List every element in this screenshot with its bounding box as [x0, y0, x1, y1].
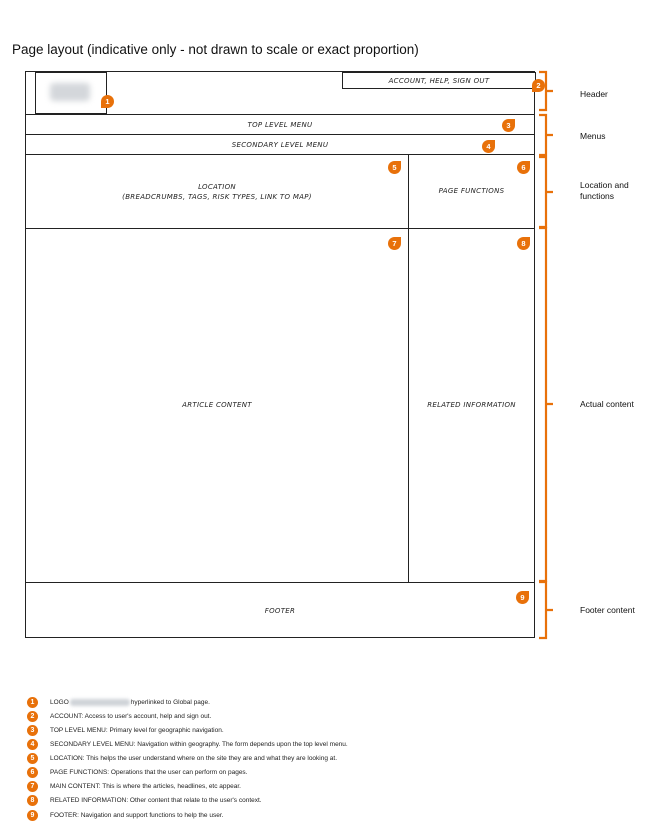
layout-frame: 1 ACCOUNT, HELP, SIGN OUT 2 TOP LEVEL ME…	[25, 71, 545, 638]
page-functions-box: PAGE FUNCTIONS 6	[408, 154, 535, 229]
legend-text: ACCOUNT: Access to user's account, help …	[50, 713, 212, 720]
legend-text: TOP LEVEL MENU: Primary level for geogra…	[50, 727, 224, 734]
badge-1: 1	[101, 95, 114, 108]
brace-location	[539, 155, 553, 229]
related-information-box: RELATED INFORMATION 8	[408, 228, 535, 583]
secondary-level-menu: SECONDARY LEVEL MENU 4	[25, 134, 535, 155]
badge-4: 4	[482, 140, 495, 153]
related-label: RELATED INFORMATION	[427, 401, 516, 409]
legend-badge: 2	[27, 711, 38, 722]
legend-badge: 3	[27, 725, 38, 736]
legend-badge: 6	[27, 767, 38, 778]
legend-text-a: LOGO	[50, 699, 69, 707]
badge-9: 9	[516, 591, 529, 604]
account-box: ACCOUNT, HELP, SIGN OUT	[342, 72, 536, 89]
section-footer: Footer content	[580, 605, 635, 615]
badge-2: 2	[532, 79, 545, 92]
badge-8: 8	[517, 237, 530, 250]
page-functions-label: PAGE FUNCTIONS	[438, 187, 505, 195]
section-location: Location and functions	[580, 180, 629, 201]
section-header: Header	[580, 89, 608, 99]
secondary-menu-label: SECONDARY LEVEL MENU	[231, 141, 329, 149]
legend-text-b: hyperlinked to Global page.	[130, 699, 210, 707]
badge-3: 3	[502, 119, 515, 132]
badge-6: 6	[517, 161, 530, 174]
article-content-box: ARTICLE CONTENT 7	[25, 228, 409, 583]
legend-text: MAIN CONTENT: This is where the articles…	[50, 783, 241, 790]
page-title: Page layout (indicative only - not drawn…	[12, 42, 419, 57]
badge-7: 7	[388, 237, 401, 250]
legend-text: FOOTER: Navigation and support functions…	[50, 812, 224, 819]
redacted-text	[69, 699, 130, 706]
badge-5: 5	[388, 161, 401, 174]
location-label: LOCATION (BREADCRUMBS, TAGS, RISK TYPES,…	[26, 182, 408, 202]
legend-badge: 1	[27, 697, 38, 708]
location-box: LOCATION (BREADCRUMBS, TAGS, RISK TYPES,…	[25, 154, 409, 229]
article-label: ARTICLE CONTENT	[182, 401, 252, 409]
legend-text: SECONDARY LEVEL MENU: Navigation within …	[50, 741, 348, 748]
top-menu-label: TOP LEVEL MENU	[247, 121, 313, 129]
logo-box	[35, 72, 107, 114]
legend-badge: 7	[27, 781, 38, 792]
legend-text: PAGE FUNCTIONS: Operations that the user…	[50, 769, 248, 776]
account-label: ACCOUNT, HELP, SIGN OUT	[388, 77, 490, 85]
legend-badge: 8	[27, 795, 38, 806]
brace-actual	[539, 226, 553, 583]
legend-badge: 4	[27, 739, 38, 750]
footer-box: FOOTER 9	[25, 582, 535, 638]
location-title: LOCATION	[198, 183, 236, 191]
location-detail: (BREADCRUMBS, TAGS, RISK TYPES, LINK TO …	[122, 193, 312, 201]
logo-image	[50, 83, 90, 101]
legend-badge: 5	[27, 753, 38, 764]
legend-badge: 9	[27, 810, 38, 821]
legend-text: LOCATION: This helps the user understand…	[50, 755, 338, 762]
top-level-menu: TOP LEVEL MENU 3	[25, 114, 535, 135]
legend-text: RELATED INFORMATION: Other content that …	[50, 797, 262, 804]
footer-label: FOOTER	[264, 607, 296, 615]
section-actual: Actual content	[580, 399, 634, 409]
brace-menus	[539, 113, 553, 157]
section-menus: Menus	[580, 131, 606, 141]
brace-footer	[539, 580, 553, 640]
